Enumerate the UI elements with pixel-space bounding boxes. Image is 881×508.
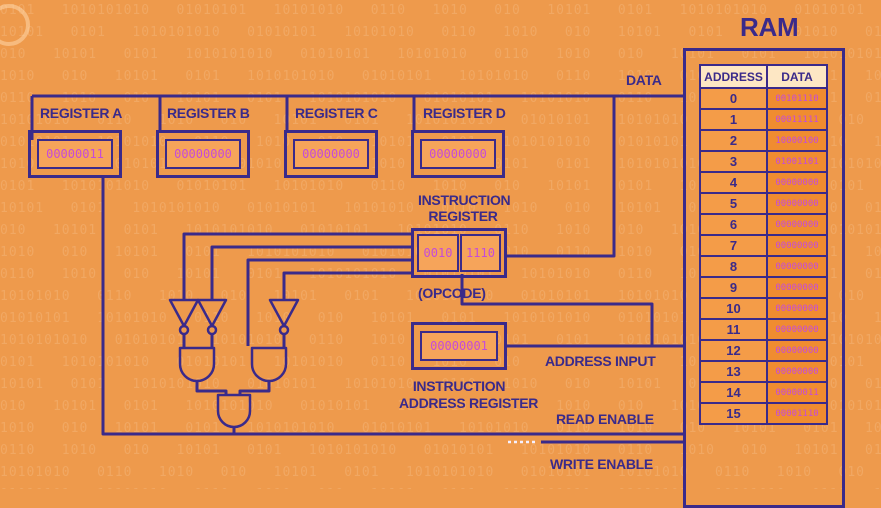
ram-address-cell: 9 xyxy=(699,276,768,299)
logo-icon xyxy=(0,4,30,46)
opcode-label: (OPCODE) xyxy=(418,285,486,301)
ram-data-cell: 00001110 xyxy=(766,402,828,425)
register-c: 00000000 xyxy=(284,130,378,178)
ram-address-header: ADDRESS xyxy=(699,64,768,89)
ram-data-cell: 00000000 xyxy=(766,192,828,215)
ram-data-cell: 00000000 xyxy=(766,213,828,236)
register-b-label: REGISTER B xyxy=(167,105,250,121)
register-b: 00000000 xyxy=(156,130,250,178)
opcode-bit-wire-2 xyxy=(210,245,414,300)
ram-data-cell: 00000000 xyxy=(766,234,828,257)
register-a: 00000011 xyxy=(28,130,122,178)
not-gate xyxy=(268,298,300,328)
ram-data-cell: 00101110 xyxy=(766,87,828,110)
write-enable-label: WRITE ENABLE xyxy=(550,456,653,472)
data-bus-label: DATA xyxy=(626,72,662,88)
ram-address-cell: 2 xyxy=(699,129,768,152)
ram-header-row: ADDRESS DATA xyxy=(699,64,828,89)
and-gate xyxy=(178,346,216,383)
ram-data-cell: 00000000 xyxy=(766,171,828,194)
not-gate xyxy=(168,298,200,328)
not-gate xyxy=(196,298,228,328)
instruction-address-label-1: INSTRUCTION xyxy=(412,378,506,394)
ram-address-cell: 0 xyxy=(699,87,768,110)
and-gate xyxy=(250,346,288,383)
ram-data-header: DATA xyxy=(766,64,828,89)
read-enable-label: READ ENABLE xyxy=(556,411,654,427)
address-input-label: ADDRESS INPUT xyxy=(545,353,656,369)
instruction-address-register: 00000001 xyxy=(411,322,507,370)
ram-address-cell: 14 xyxy=(699,381,768,404)
ram-address-cell: 12 xyxy=(699,339,768,362)
opcode-bit-wire-3 xyxy=(246,258,414,346)
instruction-address-label-2: ADDRESS REGISTER xyxy=(399,395,539,411)
instruction-register-label-2: REGISTER xyxy=(428,208,498,224)
opcode-value: 0010 xyxy=(417,234,459,272)
operand-value: 1110 xyxy=(460,234,501,272)
opcode-bit-wire-4 xyxy=(282,271,414,300)
ram-data-cell: 10000100 xyxy=(766,129,828,152)
instruction-address-value: 00000001 xyxy=(420,331,498,361)
ram-address-cell: 3 xyxy=(699,150,768,173)
data-to-instruction-wire xyxy=(505,96,616,258)
opcode-bit-wire-1 xyxy=(182,232,414,300)
ram-address-cell: 8 xyxy=(699,255,768,278)
ram-title: RAM xyxy=(740,12,799,42)
instruction-register-label-1: INSTRUCTION xyxy=(418,192,511,208)
register-a-value: 00000011 xyxy=(37,139,113,169)
ram-address-cell: 10 xyxy=(699,297,768,320)
register-d-label: REGISTER D xyxy=(423,105,506,121)
circuit-diagram xyxy=(30,94,683,444)
read-enable-wire xyxy=(101,177,683,436)
register-d: 00000000 xyxy=(411,130,505,178)
ram-address-cell: 4 xyxy=(699,171,768,194)
ram-data-cell: 00000000 xyxy=(766,276,828,299)
ram-data-cell: 01001101 xyxy=(766,150,828,173)
register-d-value: 00000000 xyxy=(420,139,496,169)
register-b-value: 00000000 xyxy=(165,139,241,169)
ram-data-cell: 00011111 xyxy=(766,108,828,131)
ram-data-cell: 00000000 xyxy=(766,255,828,278)
ram-address-cell: 7 xyxy=(699,234,768,257)
ram-data-cell: 00000011 xyxy=(766,381,828,404)
register-c-value: 00000000 xyxy=(293,139,369,169)
ram-data-cell: 00000000 xyxy=(766,339,828,362)
ram-address-cell: 5 xyxy=(699,192,768,215)
register-a-label: REGISTER A xyxy=(40,105,123,121)
ram-address-cell: 1 xyxy=(699,108,768,131)
ram-address-cell: 13 xyxy=(699,360,768,383)
ram-address-cell: 11 xyxy=(699,318,768,341)
ram-address-cell: 6 xyxy=(699,213,768,236)
and-gate xyxy=(216,393,252,429)
instruction-register: 0010 1110 xyxy=(411,228,507,278)
ram-data-cell: 00000000 xyxy=(766,360,828,383)
ram-address-cell: 15 xyxy=(699,402,768,425)
register-c-label: REGISTER C xyxy=(295,105,378,121)
ram-data-cell: 00000000 xyxy=(766,318,828,341)
ram-data-cell: 00000000 xyxy=(766,297,828,320)
